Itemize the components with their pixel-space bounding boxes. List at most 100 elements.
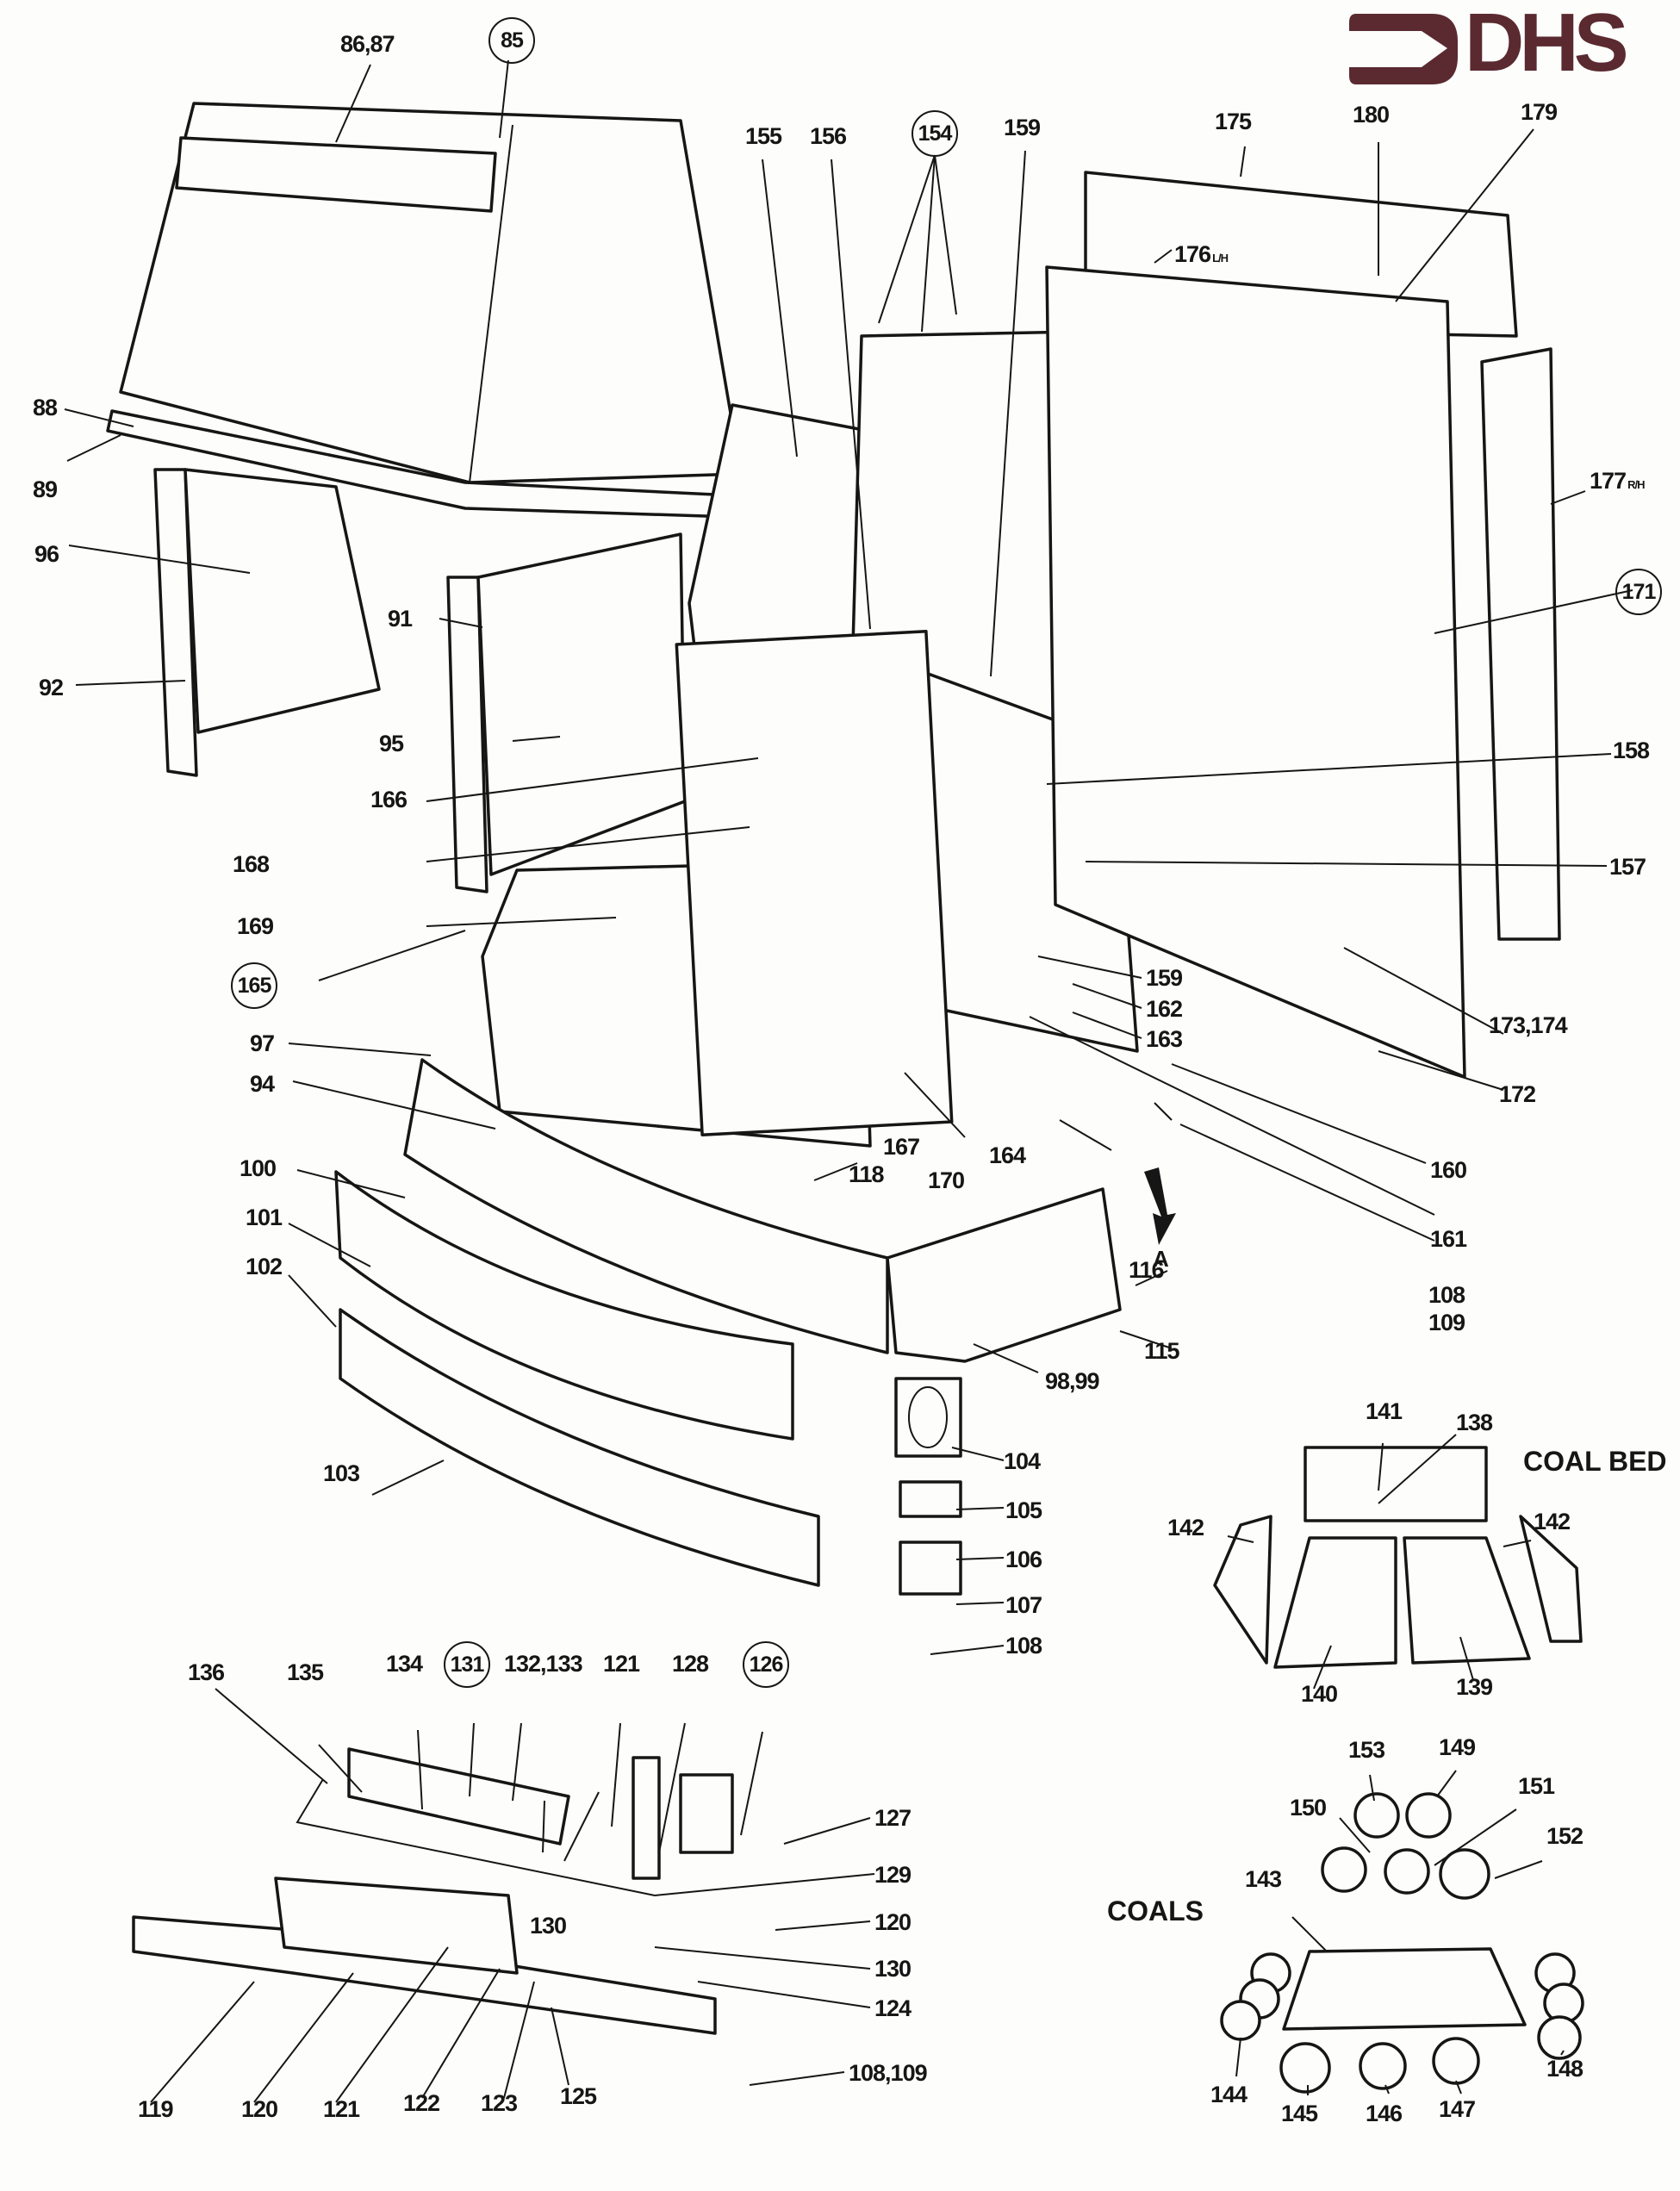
part-label: 135 (287, 1659, 324, 1685)
part-number: 177 (1590, 468, 1627, 494)
side-suffix: R/H (1627, 478, 1645, 491)
part-label: 159 (1004, 115, 1041, 140)
part-label: 91 (388, 606, 413, 632)
part-label: 139 (1456, 1674, 1493, 1700)
part-label: 102 (246, 1254, 283, 1279)
firebox-frame (481, 171, 1561, 1148)
part-label: 143 (1245, 1866, 1282, 1892)
part-label: 157 (1609, 854, 1646, 880)
part-label: 145 (1281, 2101, 1318, 2126)
part-label: 86,87 (340, 31, 395, 57)
part-label: 97 (250, 1030, 275, 1056)
part-label-assembly: 171 (1615, 569, 1662, 615)
side-suffix: L/H (1212, 252, 1229, 265)
part-label: 130 (874, 1956, 912, 1982)
part-label: 153 (1348, 1737, 1385, 1763)
part-label: 163 (1146, 1026, 1183, 1052)
part-label: 98,99 (1045, 1368, 1100, 1394)
part-label: 142 (1534, 1509, 1571, 1534)
part-label: 156 (810, 123, 847, 149)
part-label: 166 (370, 787, 408, 812)
part-label: 107 (1005, 1592, 1042, 1618)
part-label: 151 (1518, 1773, 1555, 1799)
part-label: 125 (560, 2083, 597, 2109)
part-label: 121 (603, 1651, 640, 1677)
part-label: 136 (188, 1659, 225, 1685)
part-label: 94 (250, 1071, 275, 1097)
part-label: 152 (1546, 1823, 1584, 1849)
part-label: 169 (237, 913, 274, 939)
part-label: 89 (33, 476, 58, 502)
part-label-assembly: 131 (444, 1641, 490, 1688)
part-label: 127 (874, 1805, 912, 1831)
part-label-assembly: 85 (488, 17, 535, 64)
part-label: 158 (1613, 738, 1650, 763)
part-label: 120 (241, 2096, 278, 2122)
dhs-logo: DHS (1346, 2, 1664, 89)
part-label: 161 (1430, 1226, 1467, 1252)
logo-text: DHS (1465, 0, 1629, 89)
part-label: 105 (1005, 1497, 1042, 1523)
part-label: 92 (39, 675, 64, 700)
burner-assembly (132, 1747, 734, 2035)
part-label: 168 (233, 851, 270, 877)
part-label: 167 (883, 1134, 920, 1160)
part-label: 121 (323, 2096, 360, 2122)
part-label: 162 (1146, 996, 1183, 1022)
part-label: 130 (530, 1913, 567, 1939)
coals-heading: COALS (1107, 1895, 1204, 1926)
part-label-assembly: 165 (231, 962, 277, 1009)
part-label: 175 (1215, 109, 1252, 134)
part-label: 108,109 (849, 2060, 928, 2086)
part-label: 173,174 (1489, 1012, 1568, 1038)
part-label: 164 (989, 1142, 1026, 1168)
arrow-a-icon (1144, 1167, 1176, 1245)
part-label: 118 (849, 1161, 885, 1187)
part-label: 155 (745, 123, 782, 149)
part-label: 108 (1005, 1633, 1042, 1659)
part-label: 104 (1004, 1448, 1041, 1474)
part-label: 101 (246, 1204, 283, 1230)
part-label: 103 (323, 1460, 360, 1486)
part-label: 88 (33, 395, 58, 420)
part-label: 119 (138, 2096, 174, 2122)
part-label: 170 (928, 1167, 965, 1193)
leader-lines (64, 59, 1633, 2103)
part-label: 150 (1290, 1795, 1327, 1821)
part-label: 129 (874, 1862, 912, 1888)
part-label: 95 (379, 731, 404, 756)
arrow-bracket-icon (1349, 14, 1458, 84)
part-label: 141 (1366, 1398, 1403, 1424)
part-label: 96 (34, 541, 59, 567)
part-label: 108 (1428, 1282, 1465, 1308)
part-label: 134 (386, 1651, 423, 1677)
front-fret-base (334, 1058, 1122, 1596)
part-label-assembly: 126 (743, 1641, 789, 1688)
part-label: 138 (1456, 1410, 1493, 1435)
part-label: 132,133 (504, 1651, 583, 1677)
part-label: 149 (1439, 1734, 1476, 1760)
part-label: 128 (672, 1651, 709, 1677)
part-label: 159 (1146, 965, 1183, 991)
part-label: 146 (1366, 2101, 1403, 2126)
part-label: 109 (1428, 1310, 1465, 1335)
part-label: 120 (874, 1909, 912, 1935)
coal-bed-heading: COAL BED (1523, 1446, 1667, 1477)
part-label: 147 (1439, 2096, 1476, 2122)
part-label: 148 (1546, 2056, 1584, 2082)
coals (1220, 1792, 1584, 2094)
part-number: 176 (1174, 241, 1211, 267)
part-label: 100 (240, 1155, 277, 1181)
part-label: 123 (481, 2090, 518, 2116)
left-side-panels (153, 468, 687, 893)
part-label: 124 (874, 1995, 912, 2021)
part-label: 122 (403, 2090, 440, 2116)
coal-bed-parts (1213, 1446, 1583, 1669)
part-label: 160 (1430, 1157, 1467, 1183)
part-label: 140 (1301, 1681, 1338, 1707)
part-label: 116 (1129, 1257, 1165, 1283)
hood-assembly (106, 102, 743, 519)
